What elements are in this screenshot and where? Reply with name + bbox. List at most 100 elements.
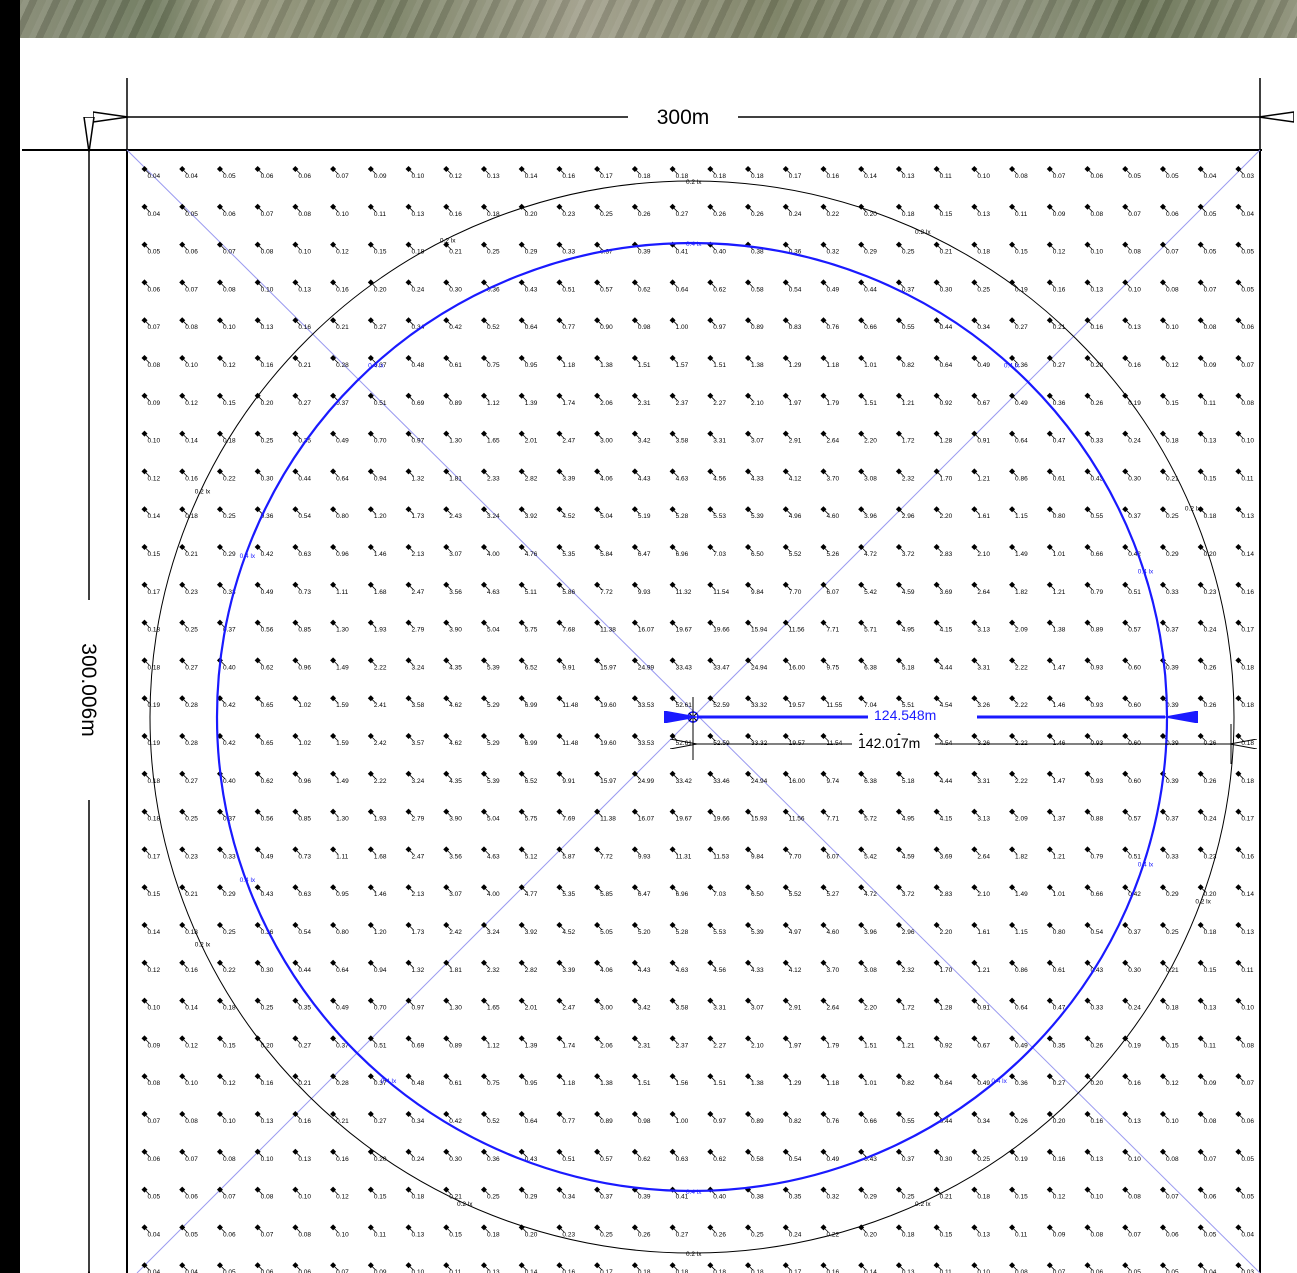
grid-value: 0.20	[525, 211, 538, 218]
grid-point: 0.55	[1084, 506, 1104, 520]
grid-value: 6.96	[676, 891, 689, 898]
grid-point: 0.92	[933, 1035, 953, 1049]
grid-value: 0.27	[1015, 324, 1028, 331]
grid-point: 0.33	[1159, 581, 1179, 596]
grid-value: 2.33	[487, 475, 500, 482]
grid-value: 3.56	[449, 589, 462, 596]
grid-point: 4.62	[443, 733, 462, 747]
grid-value: 1.61	[977, 513, 990, 520]
grid-point: 19.67	[669, 808, 692, 823]
grid-point: 0.14	[858, 166, 877, 180]
grid-value: 5.75	[525, 816, 538, 823]
grid-point: 1.47	[1046, 770, 1066, 785]
isoline-0-2-label: 0.2 lx	[195, 488, 211, 495]
grid-value: 0.06	[1091, 173, 1104, 180]
grid-value: 0.06	[298, 1269, 311, 1273]
grid-value: 6.07	[826, 853, 839, 860]
grid-value: 5.11	[525, 589, 538, 596]
grid-value: 1.21	[977, 967, 990, 974]
grid-point: 0.17	[1235, 619, 1254, 634]
grid-value: 3.31	[977, 778, 990, 785]
grid-point: 0.49	[820, 279, 839, 293]
grid-value: 2.64	[977, 853, 990, 860]
grid-value: 0.04	[148, 211, 161, 218]
grid-value: 0.36	[1053, 400, 1066, 407]
grid-value: 19.66	[713, 627, 730, 634]
grid-point: 0.58	[745, 1148, 764, 1163]
grid-point: 0.06	[254, 166, 274, 180]
grid-value: 0.18	[1166, 438, 1179, 445]
grid-point: 0.25	[1159, 506, 1179, 520]
grid-value: 1.56	[676, 1080, 689, 1087]
grid-point: 2.32	[895, 959, 915, 974]
grid-point: 1.65	[480, 430, 500, 445]
grid-point: 0.66	[1084, 544, 1104, 558]
grid-value: 1.28	[940, 1005, 953, 1012]
grid-point: 0.25	[971, 1148, 990, 1163]
grid-point: 0.18	[1159, 430, 1179, 445]
grid-point: 0.07	[1197, 1148, 1217, 1163]
grid-point: 0.64	[1009, 997, 1028, 1012]
grid-point: 9.75	[820, 657, 839, 671]
grid-value: 7.72	[600, 589, 613, 596]
grid-point: 1.49	[1009, 544, 1028, 558]
grid-value: 0.13	[977, 211, 990, 218]
grid-point: 5.04	[480, 619, 500, 634]
grid-point: 6.07	[820, 581, 839, 596]
grid-point: 0.30	[1122, 468, 1141, 482]
grid-point: 6.50	[745, 884, 764, 898]
grid-point: 0.10	[179, 1073, 198, 1087]
grid-value: 0.33	[562, 249, 575, 256]
grid-value: 11.38	[600, 816, 616, 823]
grid-point: 2.42	[367, 733, 387, 747]
grid-point: 6.99	[518, 695, 538, 709]
grid-point: 9.93	[631, 846, 651, 860]
grid-value: 0.64	[525, 1118, 538, 1125]
grid-value: 0.88	[1091, 816, 1104, 823]
grid-point: 0.10	[1235, 997, 1254, 1012]
grid-point: 0.13	[1084, 1148, 1104, 1163]
grid-point: 0.28	[330, 1073, 349, 1087]
grid-value: 3.72	[902, 551, 915, 558]
grid-value: 0.19	[1128, 400, 1141, 407]
grid-point: 5.18	[895, 657, 915, 671]
grid-point: 0.13	[254, 1111, 274, 1125]
grid-value: 0.08	[1015, 1269, 1028, 1273]
grid-point: 0.18	[179, 506, 198, 520]
grid-point: 0.93	[1084, 695, 1104, 709]
grid-value: 0.57	[1128, 816, 1141, 823]
grid-value: 0.69	[412, 400, 425, 407]
grid-point: 4.76	[518, 544, 538, 558]
grid-value: 7.03	[713, 891, 726, 898]
grid-value: 6.50	[751, 551, 764, 558]
grid-value: 1.82	[1015, 589, 1028, 596]
grid-point: 0.96	[292, 770, 311, 785]
grid-point: 0.62	[707, 279, 726, 293]
grid-value: 0.30	[940, 286, 953, 293]
grid-point: 11.56	[782, 619, 805, 634]
grid-point: 0.86	[1009, 468, 1028, 482]
grid-value: 0.18	[412, 249, 425, 256]
grid-value: 0.79	[1091, 853, 1104, 860]
grid-value: 0.16	[449, 211, 462, 218]
grid-point: 0.77	[556, 1111, 575, 1125]
grid-point: 2.47	[556, 997, 575, 1012]
grid-value: 0.98	[638, 324, 651, 331]
grid-value: 0.97	[713, 1118, 726, 1125]
grid-point: 0.25	[179, 619, 198, 634]
grid-point: 0.43	[254, 884, 274, 898]
grid-point: 2.96	[895, 922, 915, 936]
grid-point: 0.08	[216, 279, 236, 293]
grid-point: 3.24	[405, 657, 425, 671]
grid-value: 6.52	[525, 664, 538, 671]
grid-value: 0.56	[261, 627, 274, 634]
grid-value: 0.06	[148, 1156, 161, 1163]
grid-value: 1.74	[562, 1042, 575, 1049]
grid-value: 0.33	[223, 589, 236, 596]
grid-value: 0.06	[148, 286, 161, 293]
grid-value: 0.18	[1204, 513, 1217, 520]
grid-value: 2.31	[638, 400, 651, 407]
grid-value: 0.14	[148, 513, 161, 520]
grid-point: 5.84	[594, 544, 613, 558]
grid-point: 0.05	[1159, 166, 1179, 180]
